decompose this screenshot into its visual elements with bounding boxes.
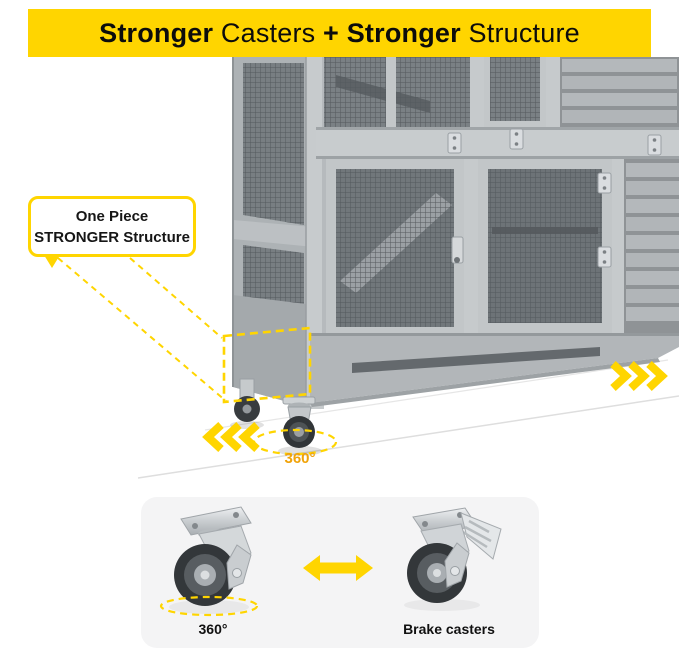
cage-side-panel xyxy=(232,57,314,409)
brake-caster-photo xyxy=(404,507,502,611)
headline-segment: Casters xyxy=(213,17,324,48)
callout-leader-line xyxy=(129,257,223,339)
callout-line: STRONGER Structure xyxy=(34,228,190,246)
headline-segment: Structure xyxy=(460,17,580,48)
callout-leader-line xyxy=(57,257,227,402)
callout-pointer-icon xyxy=(44,255,60,268)
cage-base xyxy=(310,333,679,407)
caster-detail-panel: 360° Brake casters xyxy=(141,497,539,648)
hinge-icon xyxy=(647,134,662,156)
lower-middle-mesh-door xyxy=(478,159,612,333)
headline-segment: Stronger xyxy=(99,17,214,48)
rotation-ellipse xyxy=(252,428,338,456)
annotation-overlays xyxy=(44,255,668,456)
brake-casters-label: Brake casters xyxy=(403,621,495,637)
arrows-left-icon xyxy=(202,422,260,452)
swivel-caster-illustration xyxy=(174,506,252,606)
swivel-caster-label: 360° xyxy=(198,621,228,637)
double-arrow-icon xyxy=(303,555,373,581)
hinge-icon xyxy=(447,132,462,154)
swivel-caster-photo xyxy=(159,506,259,617)
cage-front xyxy=(316,57,679,337)
rotation-ellipse xyxy=(159,595,259,617)
arrows-right-icon xyxy=(610,361,668,391)
rotation-360-label: 360° xyxy=(284,450,316,467)
structure-highlight-box xyxy=(222,326,312,404)
upper-wood-door xyxy=(560,57,679,129)
product-photo-scene xyxy=(44,57,679,479)
hinge-icon xyxy=(597,246,612,268)
cage-illustration xyxy=(230,57,679,456)
brake-caster-illustration xyxy=(407,507,502,603)
callout-line: One Piece xyxy=(75,207,149,225)
lower-left-mesh-door xyxy=(326,159,464,337)
hinge-icon xyxy=(509,128,524,150)
headline-segment: + Stronger xyxy=(323,17,461,48)
headline-banner: Stronger Casters + Stronger Structure xyxy=(28,9,651,57)
lower-right-wood-door xyxy=(624,159,679,333)
floor-lines xyxy=(137,359,679,479)
hinge-icon xyxy=(597,172,612,194)
feature-callout: One Piece STRONGER Structure xyxy=(28,196,196,257)
